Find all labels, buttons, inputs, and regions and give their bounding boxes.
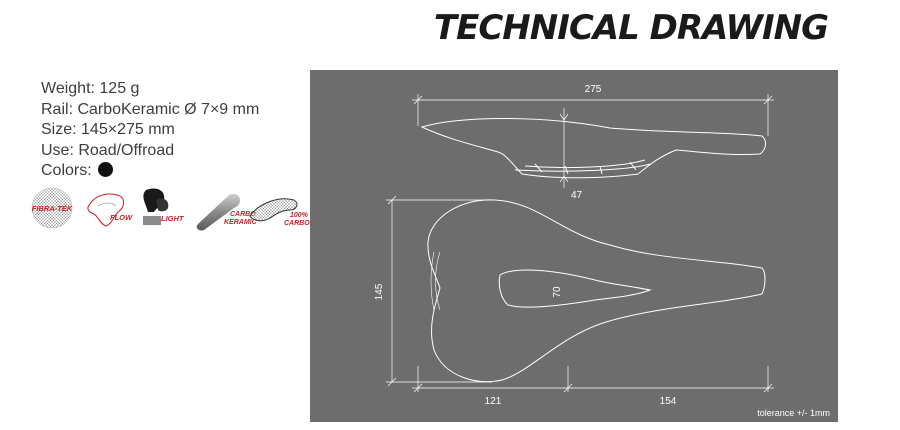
technical-drawing-panel: 275 47 145 70 121 154 tolerance +/- 1mm [310, 70, 838, 422]
spec-rail: Rail: CarboKeramic Ø 7×9 mm [41, 100, 260, 118]
light-badge-icon: LIGHT [143, 188, 185, 225]
page-title: TECHNICAL DRAWING [433, 8, 829, 48]
dim-height: 47 [571, 190, 583, 201]
carbon-label-2: CARBON [284, 220, 316, 227]
fibra-tek-badge-icon: FIBRA-TEK [31, 187, 73, 229]
flow-label: FLOW [110, 213, 133, 222]
colors-label: Colors: [41, 162, 92, 179]
spec-weight: Weight: 125 g [41, 80, 140, 97]
color-swatch-black[interactable] [97, 162, 113, 177]
feature-badges: FIBRA-TEK FLOW LIGHT CARBO KERAMIC 100% … [28, 186, 318, 236]
fibra-tek-label: FIBRA-TEK [32, 204, 73, 213]
flow-badge-icon: FLOW [87, 193, 133, 227]
dim-rear: 121 [485, 396, 502, 407]
carbon-badge-icon: 100% CARBON [249, 198, 316, 227]
dim-length: 275 [585, 84, 602, 95]
dim-width: 145 [374, 283, 385, 300]
spec-use: Use: Road/Offroad [41, 141, 175, 159]
dimension-lines [386, 94, 774, 393]
spec-colors: Colors: [41, 161, 259, 182]
saddle-top-view-icon [427, 199, 766, 383]
tolerance-note: tolerance +/- 1mm [757, 408, 830, 418]
carbo-keramic-badge-icon: CARBO KERAMIC [196, 193, 258, 231]
spec-size: Size: 145×275 mm [41, 121, 175, 138]
light-label: LIGHT [161, 214, 185, 223]
carbon-label-1: 100% [290, 212, 309, 219]
spec-list: Weight: 125 g Rail: CarboKeramic Ø 7×9 m… [41, 79, 259, 182]
carbo-keramic-label-2: KERAMIC [224, 219, 258, 226]
saddle-side-view-icon [420, 118, 766, 179]
carbo-keramic-label-1: CARBO [230, 211, 256, 218]
dim-cutout: 70 [552, 286, 563, 298]
dim-front: 154 [660, 396, 677, 407]
